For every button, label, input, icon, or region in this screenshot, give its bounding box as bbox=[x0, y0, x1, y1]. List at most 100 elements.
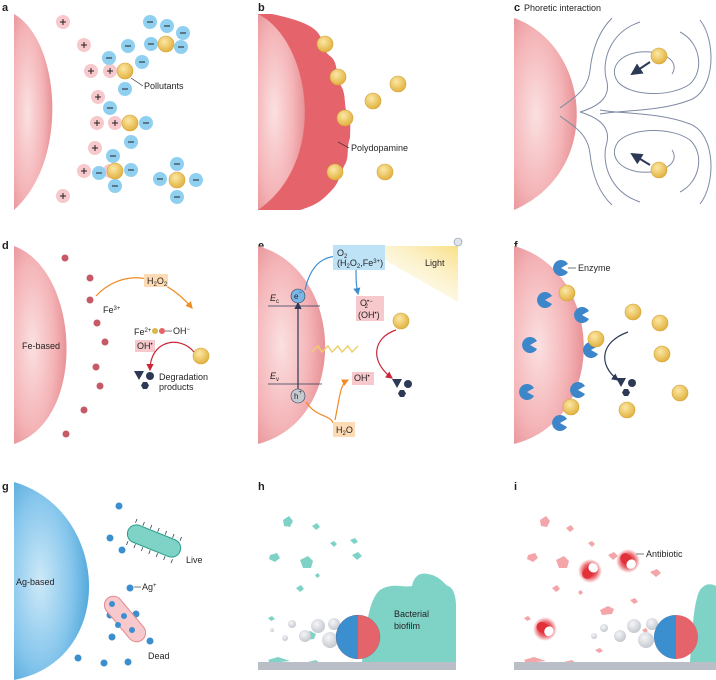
panel-g-nanoparticle bbox=[14, 482, 90, 680]
products-label: products bbox=[159, 382, 194, 392]
panel-h-janus-motor bbox=[335, 614, 381, 660]
panel-i-substrate bbox=[514, 662, 716, 670]
fe2-dot bbox=[152, 328, 158, 334]
ec-label: Ec bbox=[270, 293, 279, 305]
panel-e-product-triangle bbox=[392, 379, 402, 388]
panel-g-letter: g bbox=[2, 481, 9, 493]
panel-c-arrow-top bbox=[630, 61, 651, 76]
ev-label: Ev bbox=[270, 371, 279, 383]
phoretic-field-lines bbox=[559, 17, 712, 206]
polydopamine-label: Polydopamine bbox=[351, 143, 408, 153]
panel-d-nanoparticle bbox=[14, 246, 67, 444]
light-label: Light bbox=[425, 258, 445, 268]
panel-d: d Fe-based H2O2 Fe3+ Fe2+ OH− OH• Degrad… bbox=[2, 240, 210, 444]
hole-label: h+ bbox=[294, 390, 302, 401]
panel-e-pollutant bbox=[392, 312, 410, 330]
enzyme-label: Enzyme bbox=[578, 263, 611, 273]
panel-d-letter: d bbox=[2, 240, 9, 252]
live-bacterium bbox=[126, 518, 182, 564]
phoretic-title: Phoretic interaction bbox=[524, 3, 601, 13]
panel-h-letter: h bbox=[258, 481, 265, 493]
live-label: Live bbox=[186, 555, 203, 565]
h2o2-label: H2O2 bbox=[147, 276, 168, 288]
panel-h-debris bbox=[270, 618, 350, 648]
product-circle bbox=[146, 372, 154, 380]
panel-a-pollutants-leader bbox=[130, 77, 144, 87]
electron-dot bbox=[290, 288, 306, 304]
ag-based-label: Ag-based bbox=[16, 577, 55, 587]
panel-f-product-hexagon bbox=[622, 389, 630, 396]
panel-c-pollutant-top bbox=[650, 47, 668, 65]
fe-based-label: Fe-based bbox=[22, 341, 60, 351]
panel-e-product-hexagon bbox=[398, 390, 406, 397]
panel-e: e Light Ec Ev e− h+ O2 (H2O2,Fe3+) O•−2 … bbox=[258, 237, 463, 444]
panel-h: h Bacterial biofilm bbox=[258, 481, 456, 670]
dead-bacterium bbox=[103, 595, 147, 643]
panel-b-polydopamine-leader bbox=[337, 141, 350, 149]
ag-ion-label: Ag+ bbox=[142, 582, 157, 592]
o2-sources-label: (H2O2,Fe3+) bbox=[337, 258, 383, 270]
panel-d-pollutant bbox=[192, 347, 210, 365]
antibiotic-capsules bbox=[533, 549, 640, 641]
panel-i-letter: i bbox=[514, 481, 517, 493]
panel-f: f Enzyme bbox=[514, 240, 689, 444]
panel-f-letter: f bbox=[514, 240, 518, 252]
panel-c-letter: c bbox=[514, 2, 520, 14]
panel-e-nanoparticle bbox=[258, 246, 326, 444]
hole-dot bbox=[290, 388, 306, 404]
oh-minus-label: OH− bbox=[173, 326, 191, 336]
o2-label: O2 bbox=[337, 248, 348, 260]
panel-f-degradation-arrow bbox=[604, 331, 629, 381]
antibiotic-label: Antibiotic bbox=[646, 549, 683, 559]
photon-wave bbox=[311, 344, 359, 354]
dead-label: Dead bbox=[148, 651, 170, 661]
panel-h-substrate bbox=[258, 662, 456, 670]
biofilm-label-line2: biofilm bbox=[394, 621, 420, 631]
panel-b-nanoparticle bbox=[258, 14, 305, 210]
oh-dot bbox=[159, 328, 165, 334]
electron-label: e− bbox=[294, 290, 302, 301]
panel-a-nanoparticle bbox=[14, 14, 53, 210]
panel-e-degradation-arrow bbox=[376, 329, 397, 379]
product-hexagon bbox=[141, 382, 149, 389]
light-source-icon bbox=[453, 237, 463, 247]
ag-ions bbox=[74, 502, 154, 667]
panel-a: a Pollutants bbox=[2, 2, 204, 210]
oh-paren-label: (OH•) bbox=[358, 310, 380, 320]
h2o-label: H2O bbox=[336, 425, 353, 437]
o2-box bbox=[333, 245, 385, 270]
panel-f-product-circle bbox=[628, 379, 636, 387]
biofilm-label-line1: Bacterial bbox=[394, 609, 429, 619]
bacterial-biofilm bbox=[362, 573, 456, 662]
superoxide-label: O•−2 bbox=[360, 298, 373, 310]
superoxide-box bbox=[356, 296, 384, 321]
panel-i-janus-motor bbox=[654, 615, 698, 659]
panel-d-fe-ions bbox=[61, 254, 109, 438]
fe2-label: Fe2+ bbox=[134, 327, 152, 337]
panel-b-letter: b bbox=[258, 2, 265, 14]
pollutants-label: Pollutants bbox=[144, 81, 184, 91]
panel-d-degradation-arrow bbox=[146, 341, 195, 372]
oh-radical-label: OH• bbox=[137, 341, 153, 351]
panel-g: g Ag-based Live Ag+ Dead bbox=[2, 481, 203, 680]
panel-i-debris bbox=[591, 618, 658, 648]
product-triangle bbox=[134, 371, 144, 380]
panel-e-oh-box bbox=[352, 372, 374, 385]
h2o2-box bbox=[144, 274, 168, 287]
degradation-label: Degradation bbox=[159, 372, 208, 382]
panel-b: b Polydopamine bbox=[258, 2, 408, 210]
oxidation-arrow-out bbox=[334, 379, 350, 421]
panel-c: c Phoretic interaction bbox=[514, 2, 712, 210]
oh-radical-box bbox=[135, 340, 155, 352]
panel-e-product-circle bbox=[404, 380, 412, 388]
panel-c-pollutant-bottom bbox=[650, 161, 668, 179]
panel-e-letter: e bbox=[258, 240, 264, 252]
panel-i-biofilm-remnant bbox=[690, 584, 716, 662]
panel-i: i bbox=[514, 481, 716, 670]
panel-d-fenton-arrow bbox=[95, 277, 193, 309]
panel-f-product-triangle bbox=[616, 378, 626, 387]
panel-c-arrow-bottom bbox=[630, 152, 651, 166]
fe3-label: Fe3+ bbox=[103, 305, 121, 315]
oxidation-arrow-in bbox=[305, 401, 336, 429]
